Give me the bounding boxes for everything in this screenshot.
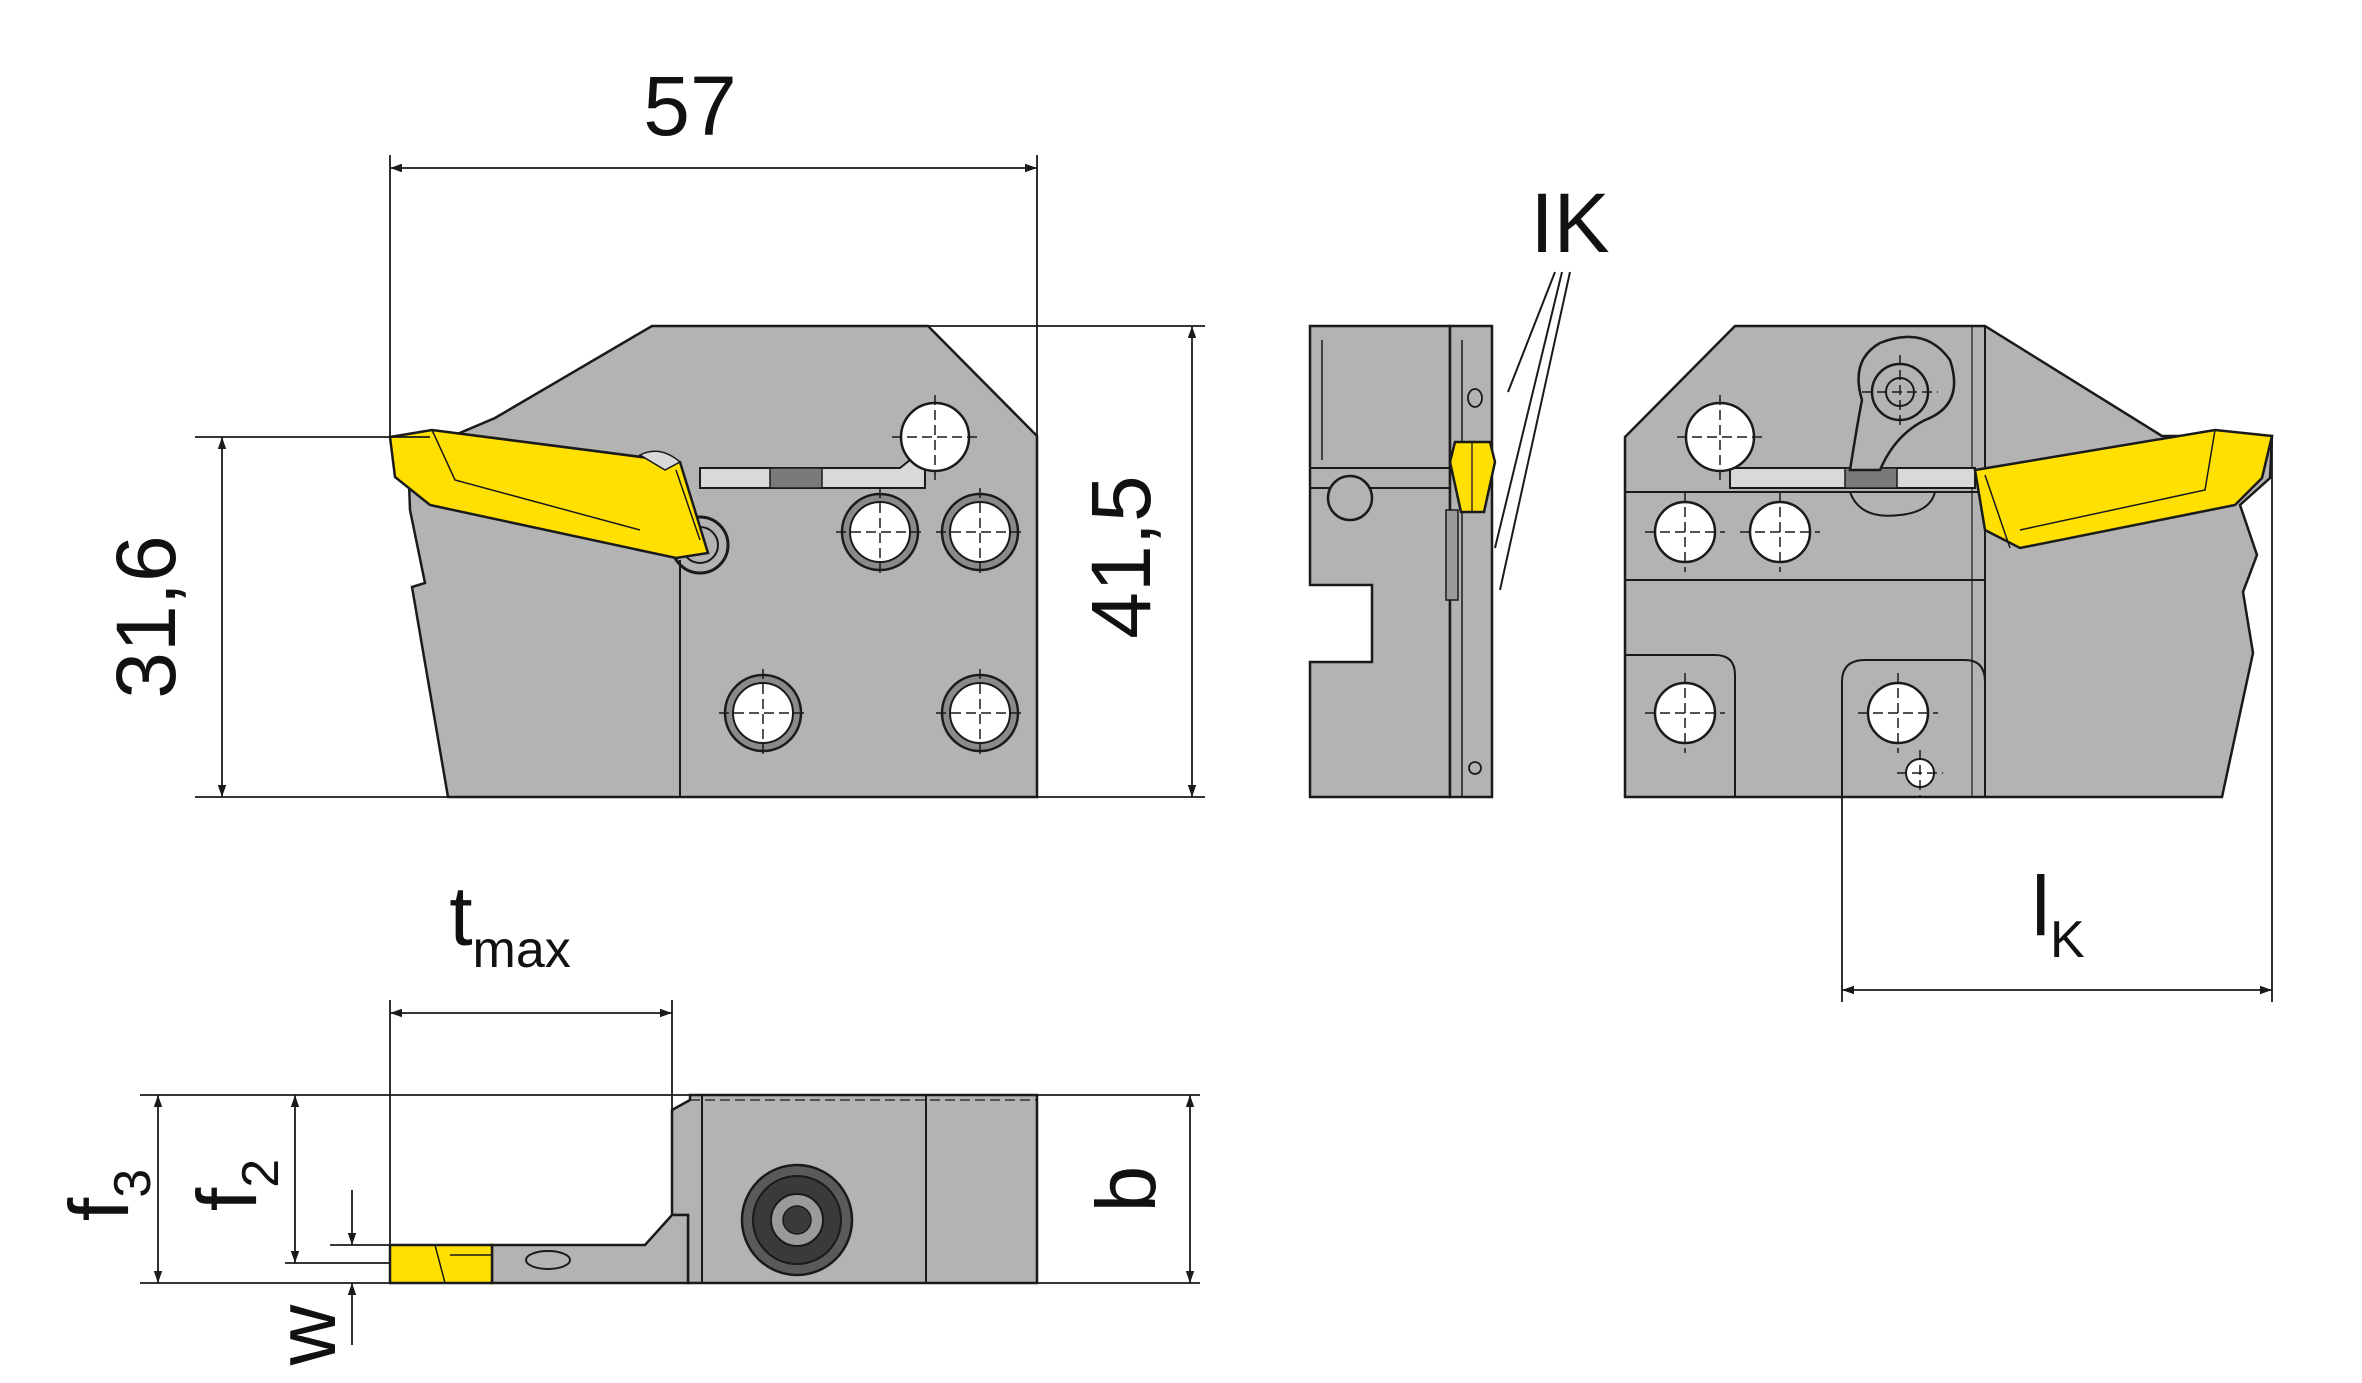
dim-w: w <box>259 1304 353 1366</box>
side-coolant-plug <box>1326 474 1374 522</box>
back-view <box>1623 324 2274 799</box>
front-dimensions <box>195 155 1205 798</box>
top-insert <box>388 1243 494 1285</box>
top-blade <box>490 1213 690 1285</box>
dim-width-57: 57 <box>643 59 736 153</box>
top-dimensions <box>140 1000 1200 1345</box>
front-view <box>388 324 1039 799</box>
front-slot-pin <box>769 467 823 489</box>
dim-lk: lK <box>2031 859 2085 969</box>
coolant-label: IK <box>1530 176 1609 270</box>
front-insert <box>388 428 710 560</box>
top-holder-body <box>670 1093 1039 1285</box>
side-view <box>1308 324 1497 799</box>
dim-height-31-6: 31,6 <box>99 535 193 699</box>
back-insert <box>1973 428 2274 550</box>
dim-b: b <box>1079 1166 1173 1213</box>
coolant-leaders <box>1494 271 1571 591</box>
dim-tmax: tmax <box>449 869 571 979</box>
top-view <box>388 1093 1039 1285</box>
back-screw-holes <box>1645 355 1943 796</box>
dim-f2: f2 <box>180 1159 290 1211</box>
dim-f3: f3 <box>52 1169 162 1221</box>
top-clamp-screw <box>740 1163 854 1277</box>
lk-dimension <box>1841 436 2273 1002</box>
dim-height-41-5: 41,5 <box>1074 475 1168 639</box>
front-screw-holes <box>719 395 1024 757</box>
side-holder-body <box>1308 324 1452 799</box>
